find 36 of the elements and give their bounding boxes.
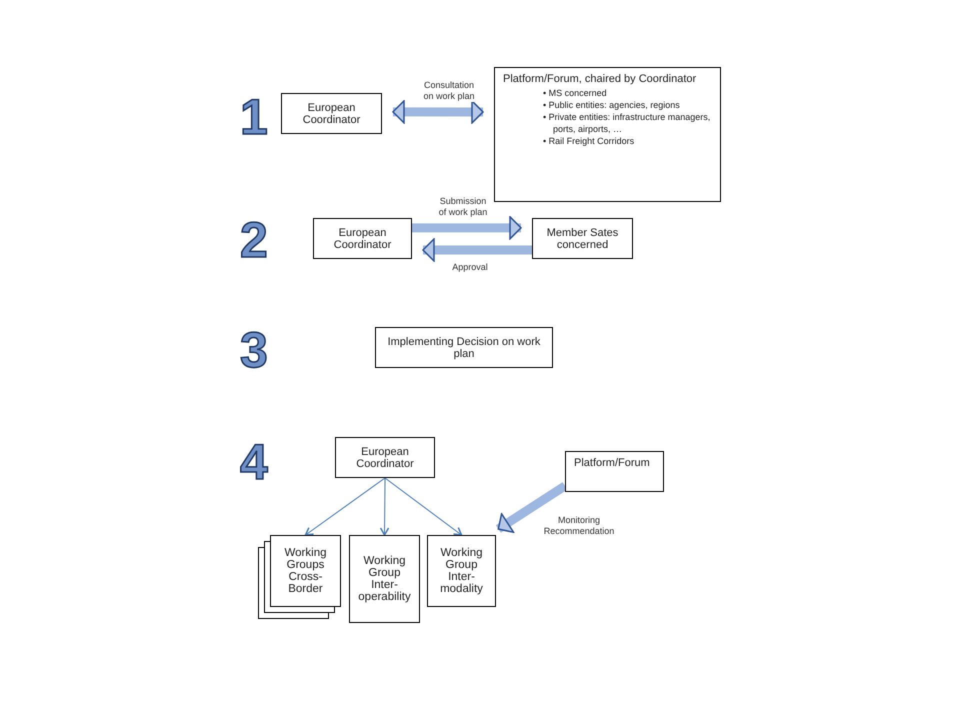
edge-label: Submission of work plan	[436, 196, 490, 218]
process-box	[565, 451, 664, 492]
step-number: 1	[240, 92, 268, 142]
arrow	[384, 478, 462, 536]
node-label: Member Sates concerned	[546, 226, 620, 250]
block-arrow	[496, 482, 568, 534]
node-label: European Coordinator	[355, 446, 415, 470]
arrow	[304, 478, 386, 536]
step-number: 3	[240, 325, 268, 375]
list-item: • Rail Freight Corridors	[543, 135, 636, 147]
step-number: 4	[240, 437, 268, 487]
block-arrow	[392, 100, 484, 124]
step-number: 2	[240, 215, 268, 265]
node-label: European Coordinator	[302, 102, 362, 126]
arrow	[380, 478, 390, 536]
process-box	[349, 535, 420, 623]
node-label: Implementing Decision on work plan	[386, 336, 542, 360]
node-label: Platform/Forum, chaired by Coordinator	[503, 73, 696, 85]
node-label: Platform/Forum	[574, 457, 650, 469]
process-box	[427, 535, 496, 607]
node-label: European Coordinator	[332, 226, 392, 250]
process-box	[494, 67, 721, 202]
process-box	[281, 93, 382, 134]
block-arrow	[412, 216, 522, 240]
process-box	[375, 327, 553, 368]
list-item: • Private entities: infrastructure managers, ports, airports, …	[543, 111, 712, 135]
process-box	[335, 437, 435, 478]
node-label: Working Group Inter-modality	[439, 547, 484, 595]
block-arrow	[422, 238, 532, 262]
list-item: • Public entities: agencies, regions	[543, 99, 681, 111]
process-box	[270, 535, 341, 607]
list-item: • MS concerned	[543, 87, 608, 99]
process-box	[532, 218, 633, 259]
node-label: Working Group Inter-operability	[357, 555, 412, 603]
node-label: Working Groups Cross-Border	[284, 547, 328, 595]
process-box	[313, 218, 412, 259]
